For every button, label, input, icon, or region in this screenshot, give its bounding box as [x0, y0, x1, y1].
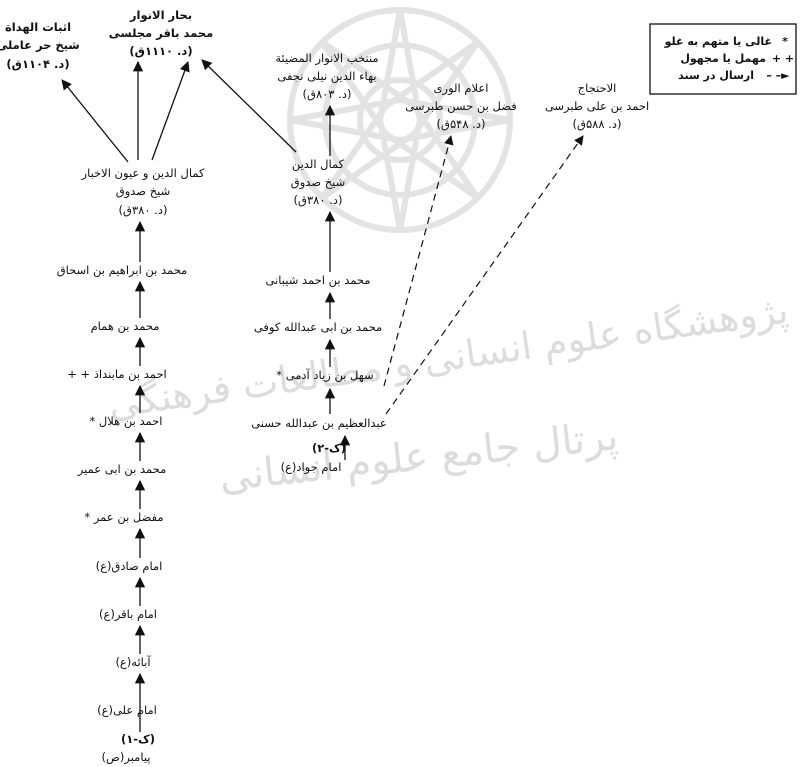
left-chain-narrator-9: آبائه(ع): [115, 655, 151, 669]
node-bihar: بحار الانوار محمد باقر مجلسی (د. ۱۱۱۰ق): [109, 8, 214, 58]
node-alam: اعلام الوری فضل بن حسن طبرسی (د. ۵۴۸ق): [405, 81, 516, 131]
legend-symbol-irsal: – –►: [766, 69, 790, 82]
mid-chain-arrows: [201, 59, 351, 460]
legend-symbol-unknown: + +: [772, 52, 794, 65]
node-ithbat-date: (د. ۱۱۰۴ق): [6, 57, 69, 71]
left-chain-narrator-11: (ک-۱): [121, 732, 155, 746]
legend-box: [649, 23, 797, 95]
watermark-line-1: پژوهشگاه علوم انسانی و مطالعات فرهنگی: [105, 288, 791, 428]
irsal-arrows: [383, 135, 584, 415]
arrow-kamal-mid-to-bihar: [201, 59, 297, 153]
left-chain: محمد بن ابراهیم بن اسحاق محمد بن همام + …: [57, 263, 188, 765]
left-chain-narrator-7: امام صادق(ع): [96, 559, 163, 573]
mid-chain-narrator-6: امام جواد(ع): [281, 460, 342, 475]
legend-label-irsal: ارسال در سند: [678, 69, 754, 82]
node-muntakhab-author: بهاء الدین نیلی نجفی: [277, 69, 376, 84]
arrow-kamal-left-to-bihar-2: [151, 61, 190, 161]
node-bihar-title: بحار الانوار: [129, 8, 192, 23]
mid-chain-narrator-4: عبدالعظیم بن عبدالله حسنی: [251, 416, 387, 431]
watermark-rosette-icon: [287, 7, 513, 233]
mid-chain-narrator-2: محمد بن ابی عبدالله کوفی: [254, 320, 382, 335]
node-alam-title: اعلام الوری: [434, 81, 489, 96]
node-kamal-mid-date: (د. ۳۸۰ق): [294, 193, 343, 207]
left-chain-narrator-3: + + احمد بن مابنداذ: [67, 367, 167, 382]
node-ithbat: اثبات الهداة شیخ حر عاملی (د. ۱۱۰۴ق): [0, 20, 80, 71]
node-ithbat-author: شیخ حر عاملی: [0, 38, 80, 52]
mid-chain: محمد بن احمد شیبانی محمد بن ابی عبدالله …: [251, 273, 387, 475]
legend-symbol-extremist: *: [782, 35, 788, 48]
legend-label-extremist: غالی یا متهم به غلو: [664, 35, 772, 48]
node-kamal-mid: کمال الدین شیخ صدوق (د. ۳۸۰ق): [291, 157, 345, 207]
node-ihtijaj-title: الاحتجاج: [578, 81, 617, 95]
node-bihar-date: (د. ۱۱۱۰ق): [129, 44, 192, 58]
node-alam-author: فضل بن حسن طبرسی: [405, 99, 516, 114]
node-ihtijaj: الاحتجاج احمد بن علی طبرسی (د. ۵۸۸ق): [545, 81, 649, 131]
left-chain-narrator-2: محمد بن همام: [91, 319, 160, 334]
left-chain-narrator-4: * احمد بن هلال: [90, 414, 163, 429]
node-kamal-left-date: (د. ۳۸۰ق): [119, 203, 168, 217]
node-alam-date: (د. ۵۴۸ق): [437, 117, 486, 131]
node-kamal-left-title: کمال الدین و عیون الاخبار: [81, 166, 205, 181]
mid-chain-narrator-1: محمد بن احمد شیبانی: [265, 273, 370, 288]
legend-label-unknown: مهمل یا مجهول: [680, 52, 766, 65]
mid-chain-narrator-3: * سهل بن زیاد آدمی: [276, 368, 373, 383]
node-ihtijaj-date: (د. ۵۸۸ق): [573, 117, 622, 131]
legend: * غالی یا متهم به غلو + + مهمل یا مجهول …: [649, 23, 797, 95]
node-ihtijaj-author: احمد بن علی طبرسی: [545, 99, 649, 114]
left-chain-narrator-10: امام علی(ع): [97, 703, 157, 717]
node-muntakhab-date: (د. ۸۰۳ق): [303, 87, 352, 101]
left-chain-arrows: [61, 60, 190, 732]
left-chain-narrator-5: محمد بن ابی عمیر: [77, 462, 167, 477]
node-muntakhab-title: منتخب الانوار المضیئة: [275, 51, 378, 66]
node-kamal-mid-title: کمال الدین: [292, 157, 345, 172]
left-chain-narrator-8: امام باقر(ع): [99, 607, 157, 622]
arrow-kamal-left-to-ithbat: [61, 79, 129, 163]
left-chain-narrator-1: محمد بن ابراهیم بن اسحاق: [57, 263, 188, 278]
node-kamal-mid-author: شیخ صدوق: [291, 175, 345, 190]
node-bihar-author: محمد باقر مجلسی: [109, 26, 214, 40]
node-kamal-left: کمال الدین و عیون الاخبار شیخ صدوق (د. ۳…: [81, 166, 205, 217]
left-chain-narrator-6: * مفضل بن عمر: [84, 510, 163, 525]
mid-chain-narrator-5: (ک-۲): [312, 441, 346, 455]
arrow-abdulazim-to-ihtijaj: [385, 135, 584, 415]
node-ithbat-title: اثبات الهداة: [5, 20, 71, 34]
node-kamal-left-author: شیخ صدوق: [116, 184, 170, 199]
left-chain-narrator-12: پیامبر(ص): [101, 750, 150, 765]
node-muntakhab: منتخب الانوار المضیئة بهاء الدین نیلی نج…: [275, 51, 378, 101]
